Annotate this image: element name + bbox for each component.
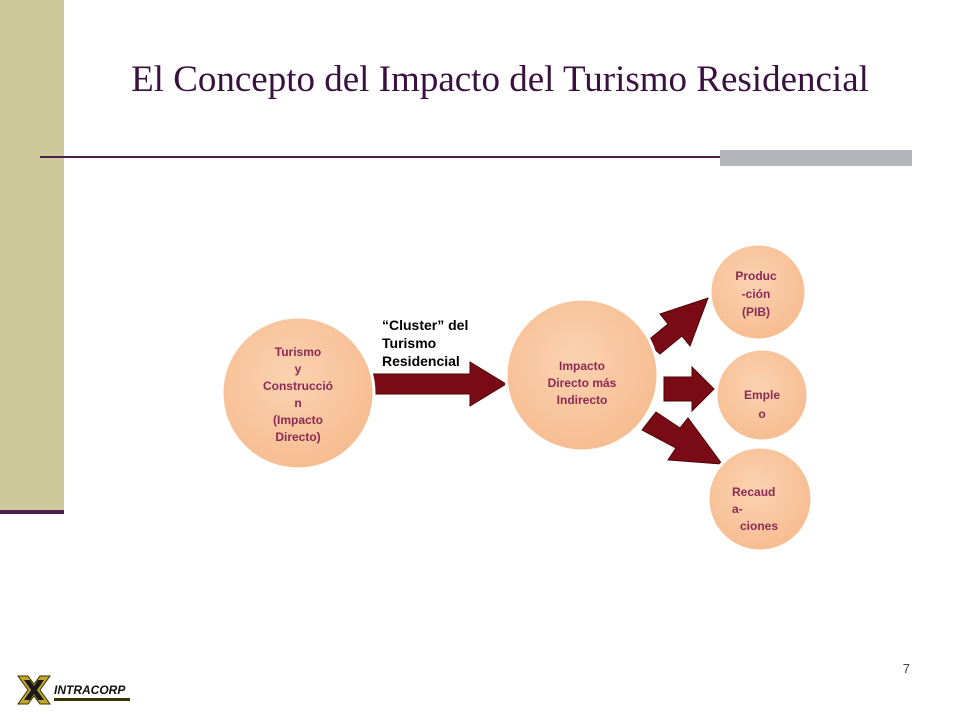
center-node: Impacto Directo más Indirecto (504, 297, 660, 453)
source-node-line: Turismo (275, 345, 321, 359)
slide-title: El Concepto del Impacto del Turismo Resi… (131, 59, 869, 100)
intracorp-logo: INTRACORP (17, 675, 130, 705)
title-rule (40, 156, 912, 158)
left-accent-bar (0, 0, 64, 510)
output-node-line: -ción (742, 287, 771, 301)
cluster-label-line: “Cluster” del (382, 317, 468, 333)
output-node-line: o (758, 407, 765, 421)
output-node-line: Recaud (732, 485, 775, 499)
arrow-to-employment (663, 365, 715, 413)
source-node-line: n (294, 396, 301, 410)
center-node-line: Directo más (548, 376, 617, 390)
source-node-line: Construcció (263, 379, 333, 393)
intracorp-logo-text: INTRACORP (54, 683, 126, 697)
cluster-label-line: Turismo (382, 335, 436, 351)
output-node-line: a- (732, 502, 743, 516)
arrow-to-production (645, 297, 709, 355)
slide-number: 7 (902, 661, 910, 676)
output-node-line: (PIB) (742, 305, 770, 319)
output-node-line: Produc (735, 269, 777, 283)
center-node-line: Impacto (559, 359, 605, 373)
output-node-employment: Emple o (714, 347, 810, 443)
title-rule-accent (720, 150, 912, 166)
left-accent-bar-foot (0, 510, 64, 514)
cluster-label: “Cluster” del Turismo Residencial (382, 317, 468, 369)
cluster-label-line: Residencial (382, 353, 460, 369)
center-node-line: Indirecto (557, 393, 608, 407)
output-node-line: ciones (740, 519, 778, 533)
intracorp-logo-underline (54, 698, 130, 701)
cluster-arrow (371, 361, 507, 407)
source-node: Turismo y Construcció n (Impacto Directo… (220, 315, 376, 471)
intracorp-logo-mark (17, 675, 51, 705)
output-node-line: Emple (744, 388, 780, 402)
source-node-line: Directo) (275, 430, 320, 444)
output-node-production: Produc -ción (PIB) (708, 242, 808, 342)
source-node-line: y (295, 362, 302, 376)
source-node-line: (Impacto (273, 413, 323, 427)
arrow-to-revenue (641, 411, 724, 465)
output-node-revenue: Recaud a- ciones (706, 445, 814, 553)
